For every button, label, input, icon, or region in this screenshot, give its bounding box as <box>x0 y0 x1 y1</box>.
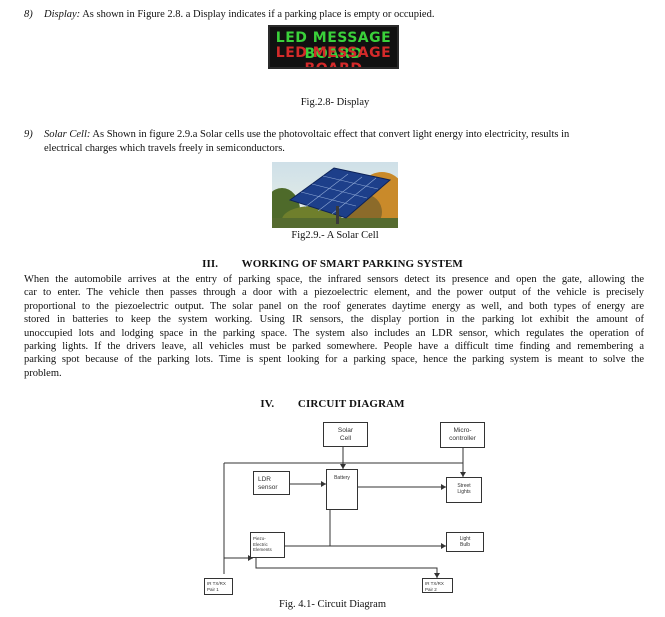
item-9: 9) Solar Cell: As Shown in figure 2.9.a … <box>24 128 644 158</box>
led-text-bottom: LED MESSAGE BOARD <box>275 45 392 69</box>
paragraph-line: parking lights. If the drivers leave, al… <box>24 341 644 353</box>
microcontroller-box: Micro- controller <box>440 422 485 448</box>
section-3-title: WORKING OF SMART PARKING SYSTEM <box>241 258 463 270</box>
paragraph-line: car to enter. The vehicle then passes th… <box>24 287 644 299</box>
street-lights-label-2: Lights <box>457 489 471 495</box>
item-8-title: Display: <box>44 9 81 20</box>
solar-cell-box: Solar Cell <box>323 422 368 447</box>
battery-box: Battery <box>326 469 358 510</box>
section-3-paragraph: When the automobile arrives at the entry… <box>24 273 644 380</box>
piezo-label-2: Electric <box>253 541 268 547</box>
section-4-heading: IV. CIRCUIT DIAGRAM <box>0 398 665 410</box>
led-text-top: LED MESSAGE BOARD <box>275 30 392 62</box>
paragraph-line: When the automobile arrives at the entry… <box>24 274 644 285</box>
section-3-heading: III. WORKING OF SMART PARKING SYSTEM <box>0 258 665 270</box>
light-bulb-label-1: Light <box>459 536 471 542</box>
section-3-numeral: III. <box>202 258 219 270</box>
ir-pair-1-label-1: IR TX/RX <box>207 581 226 586</box>
street-lights-label-1: Street <box>457 483 471 489</box>
paragraph-line: proportional to the piezoelectric output… <box>24 300 644 312</box>
solar-cell-label-2: Cell <box>339 435 352 442</box>
light-bulb-box: Light Bulb <box>446 532 484 552</box>
light-bulb-label-2: Bulb <box>459 542 470 548</box>
led-display-image: LED MESSAGE BOARD LED MESSAGE BOARD <box>268 25 399 69</box>
item-9-line-2: electrical charges which travels freely … <box>44 143 285 154</box>
paragraph-line: parking spot because of the parking lots… <box>24 354 644 366</box>
solar-cell-label-1: Solar <box>337 427 354 434</box>
battery-label: Battery <box>334 475 350 481</box>
item-9-line-1: As Shown in figure 2.9.a Solar cells use… <box>90 129 570 140</box>
piezo-label-1: Piezo- <box>253 536 266 541</box>
ir-pair-1-label-2: Pair 1 <box>207 586 219 592</box>
piezo-label-3: Elements <box>253 547 272 552</box>
section-4-numeral: IV. <box>260 398 275 410</box>
paragraph-line: unoccupied lots and lodging space in the… <box>24 327 644 339</box>
fig-2-9-caption: Fig2.9.- A Solar Cell <box>291 230 379 241</box>
fig-4-1-caption: Fig. 4.1- Circuit Diagram <box>278 599 387 610</box>
ir-pair-1-box: IR TX/RX Pair 1 <box>204 578 233 595</box>
ldr-label-2: sensor <box>258 484 278 491</box>
item-8-text: As shown in Figure 2.8. a Display indica… <box>80 9 435 20</box>
solar-cell-image <box>272 162 398 228</box>
ir-pair-2-box: IR TX/RX Pair 2 <box>422 578 453 593</box>
ir-pair-2-label-2: Pair 2 <box>425 586 437 592</box>
ir-pair-2-label-1: IR TX/RX <box>425 581 444 586</box>
item-8-number: 8) <box>24 9 33 20</box>
street-lights-box: Street Lights <box>446 477 482 503</box>
item-9-number: 9) <box>24 129 33 140</box>
ldr-label-1: LDR <box>258 476 272 483</box>
item-9-title: Solar Cell: <box>44 129 91 140</box>
microcontroller-label-1: Micro- <box>453 427 472 434</box>
paragraph-line: problem. <box>24 367 62 379</box>
section-4-title: CIRCUIT DIAGRAM <box>297 398 405 410</box>
fig-2-8-caption: Fig.2.8- Display <box>300 97 370 108</box>
ldr-sensor-box: LDR sensor <box>253 471 290 495</box>
paragraph-line: stored in batteries to keep the system w… <box>24 314 644 326</box>
piezo-elements-box: Piezo- Electric Elements <box>250 532 285 558</box>
microcontroller-label-2: controller <box>449 435 476 442</box>
